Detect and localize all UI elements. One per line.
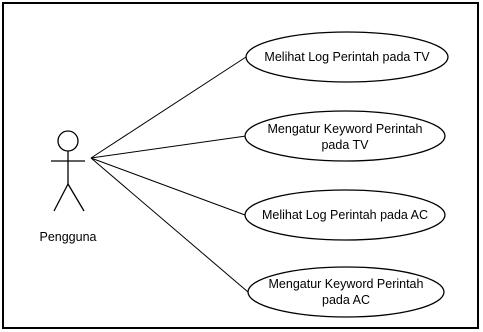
- diagram-frame: [2, 2, 479, 329]
- actor-right-leg: [67, 183, 85, 212]
- use-case-1: Melihat Log Perintah pada TV: [245, 31, 449, 83]
- actor-stick-figure-icon: [51, 130, 85, 212]
- use-case-label-line-1: Mengatur Keyword Perintah: [268, 122, 423, 136]
- use-case-label-line-2: pada AC: [322, 293, 370, 307]
- use-case-4: Mengatur Keyword Perintah pada AC: [247, 266, 445, 318]
- association-line-3: [90, 157, 246, 216]
- use-case-3: Melihat Log Perintah pada AC: [244, 189, 446, 241]
- use-case-label-line-1: Mengatur Keyword Perintah: [269, 277, 424, 291]
- use-case-ellipse: [244, 110, 446, 162]
- use-case-2: Mengatur Keyword Perintah pada TV: [244, 110, 446, 162]
- association-line-4: [90, 157, 249, 293]
- actor-label: Pengguna: [39, 230, 96, 244]
- use-case-ellipse: [244, 189, 446, 241]
- use-case-label: Melihat Log Perintah pada AC: [262, 208, 428, 222]
- association-line-1: [90, 56, 247, 159]
- actor-left-leg: [53, 183, 69, 212]
- association-line-2: [90, 135, 247, 159]
- use-case-ellipse: [247, 266, 445, 318]
- use-case-label: Melihat Log Perintah pada TV: [264, 50, 430, 64]
- use-case-ellipse: [245, 31, 449, 83]
- use-case-label-line-2: pada TV: [321, 138, 369, 152]
- actor-head: [57, 130, 79, 152]
